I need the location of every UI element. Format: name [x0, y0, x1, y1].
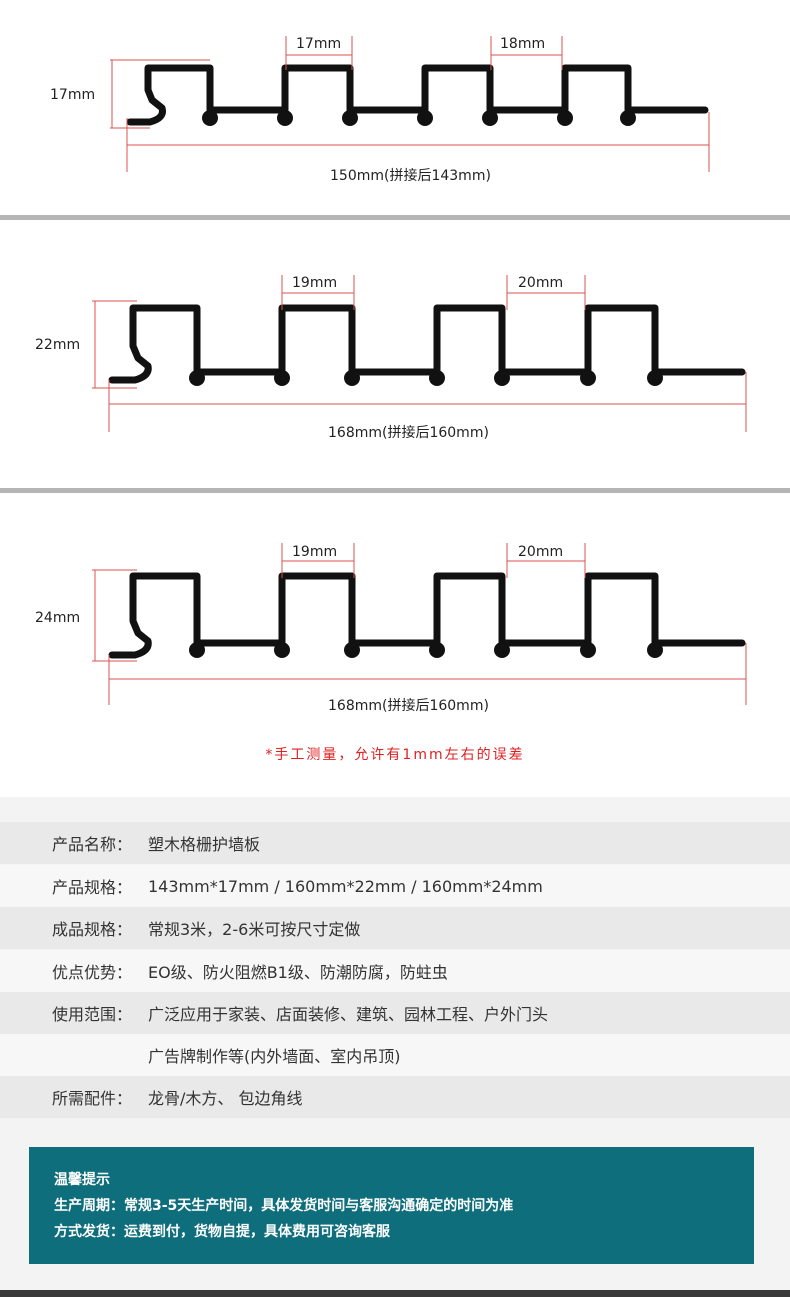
total-label-1: 150mm(拼接后143mm): [330, 167, 491, 184]
spec-value: 广泛应用于家装、店面装修、建筑、园林工程、户外门头: [148, 1005, 549, 1024]
total-label-2: 168mm(拼接后160mm): [328, 424, 489, 441]
spec-label: 所需配件：: [52, 1089, 133, 1108]
spec-row-accessories: 所需配件： 龙骨/木方、 包边角线: [0, 1076, 790, 1118]
profile-panel-3: 24mm 19mm 20mm 168mm(拼接后160mm): [0, 493, 790, 797]
profile-drawing-2: 22mm 19mm 20mm 168mm(拼接后160mm): [35, 275, 747, 441]
spec-value: 龙骨/木方、 包边角线: [148, 1089, 303, 1108]
spec-row-size: 产品规格： 143mm*17mm / 160mm*22mm / 160mm*24…: [0, 865, 790, 907]
spec-row-usage: 使用范围： 广泛应用于家装、店面装修、建筑、园林工程、户外门头: [0, 992, 790, 1034]
section-divider-2: [0, 488, 790, 493]
spec-value: 常规3米，2-6米可按尺寸定做: [148, 920, 361, 939]
tips-line-shipping: 方式发货：运费到付，货物自提，具体费用可咨询客服: [54, 1224, 390, 1240]
slot-label-2b: 20mm: [518, 275, 563, 291]
spec-value: EO级、防火阻燃B1级、防潮防腐，防蛀虫: [148, 963, 448, 982]
profile-panel-2: 22mm 19mm 20mm 168mm(拼接后160mm): [0, 220, 790, 488]
profile-drawing-1: 17mm 17mm 18mm 150mm(拼接后143mm): [50, 36, 710, 184]
profile-panel-1: 17mm 17mm 18mm 150mm(拼接后143mm): [0, 0, 790, 215]
height-label-2: 22mm: [35, 337, 80, 353]
spec-row-name: 产品名称： 塑木格栅护墙板: [0, 822, 790, 864]
spec-row-finished: 成品规格： 常规3米，2-6米可按尺寸定做: [0, 907, 790, 949]
spec-label: 使用范围：: [52, 1005, 133, 1024]
profile-drawing-3: 24mm 19mm 20mm 168mm(拼接后160mm): [35, 543, 747, 714]
height-label-3: 24mm: [35, 610, 80, 626]
height-label-1: 17mm: [50, 87, 95, 103]
slot-label-2a: 19mm: [292, 275, 337, 291]
spec-value: 143mm*17mm / 160mm*22mm / 160mm*24mm: [148, 876, 543, 896]
slot-label-1a: 17mm: [296, 36, 341, 52]
total-label-3: 168mm(拼接后160mm): [328, 697, 489, 714]
slot-label-3b: 20mm: [518, 544, 563, 560]
spec-label: 成品规格：: [52, 920, 133, 939]
spec-label: 产品规格：: [52, 878, 133, 897]
tips-title: 温馨提示: [54, 1172, 110, 1188]
slot-label-1b: 18mm: [500, 36, 545, 52]
slot-label-3a: 19mm: [292, 544, 337, 560]
bottom-strip: [0, 1290, 790, 1297]
spec-row-advantages: 优点优势： EO级、防火阻燃B1级、防潮防腐，防蛀虫: [0, 950, 790, 992]
spec-value: 塑木格栅护墙板: [148, 835, 261, 854]
measurement-note: *手工测量，允许有1mm左右的误差: [265, 747, 525, 763]
tips-line-production: 生产周期：常规3-5天生产时间，具体发货时间与客服沟通确定的时间为准: [54, 1198, 514, 1214]
spec-row-usage-cont: 广告牌制作等(内外墙面、室内吊顶): [0, 1034, 790, 1076]
spec-label: 优点优势：: [52, 963, 133, 982]
tips-box: 温馨提示 生产周期：常规3-5天生产时间，具体发货时间与客服沟通确定的时间为准 …: [29, 1147, 754, 1264]
spec-label: 产品名称：: [52, 835, 133, 854]
spec-value: 广告牌制作等(内外墙面、室内吊顶): [148, 1047, 401, 1066]
section-divider-1: [0, 215, 790, 220]
